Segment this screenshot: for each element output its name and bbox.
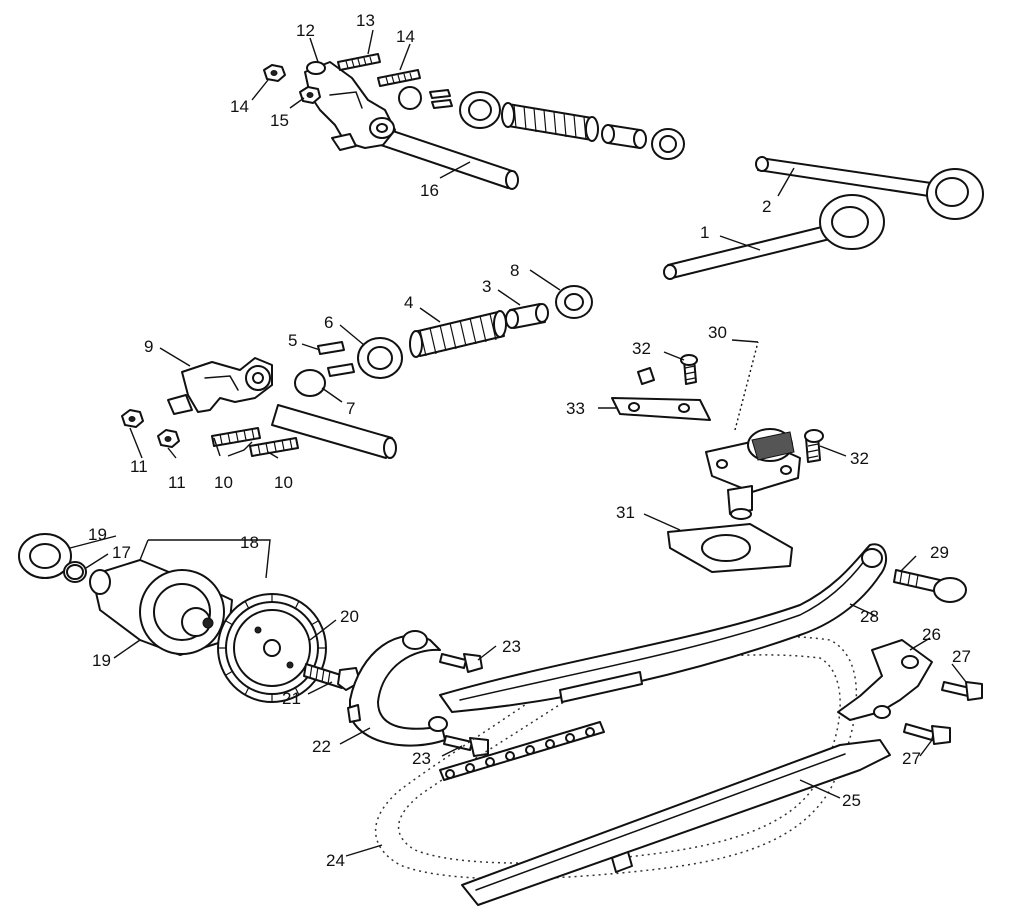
valve-stem-seal-upper: [651, 128, 685, 160]
callout-21: 21: [282, 689, 301, 708]
spring-retainer-upper: [459, 91, 501, 129]
tensioner-gasket-31: [667, 523, 793, 573]
tensioner-bolt-32-upper: [680, 354, 698, 385]
chain-guide-plate-22: [347, 630, 448, 747]
callout-33: 33: [566, 399, 585, 418]
cam-chain-tensioner: [611, 341, 824, 573]
adjuster-screw-lower-a: [211, 427, 261, 447]
callout-29: 29: [930, 543, 949, 562]
callout-26: 26: [922, 625, 941, 644]
tensioner-bracket-33: [611, 367, 711, 421]
callout-14b: 15: [270, 111, 289, 130]
callout-31: 31: [616, 503, 635, 522]
callout-labels: 13 14 12 14 15 16 2 1 8 3 4 6 5 7 9 11 1…: [88, 11, 971, 870]
callout-32b: 32: [850, 449, 869, 468]
exhaust-valve: [755, 156, 984, 220]
tensioner-bolt-32-right: [804, 429, 824, 463]
bolt-23-lower: [443, 735, 489, 757]
pivot-bolt-29: [893, 569, 967, 603]
spring-seat-upper: [601, 124, 647, 149]
chain-guide-25: [461, 739, 891, 906]
callout-12: 12: [296, 21, 315, 40]
valve-spring-upper: [501, 102, 599, 142]
rocker-arm-upper: [304, 61, 396, 151]
callout-11a: 11: [130, 457, 148, 476]
callout-15: 16: [420, 181, 439, 200]
bolt-23-upper: [439, 653, 483, 673]
valve-cap-lower: [294, 369, 326, 397]
valve-spring-lower: [409, 310, 507, 358]
leader-lines: [69, 29, 967, 857]
bolt-27-upper: [941, 681, 983, 701]
o-ring-17: [63, 561, 87, 583]
camshaft-group: [18, 533, 361, 703]
cam-sprocket-20: [217, 593, 327, 703]
chain-tensioner-arm-28: [439, 543, 888, 713]
cam-chain-24: [374, 635, 857, 880]
camshaft-bearing-19: [18, 533, 72, 579]
spring-seat-lower: [505, 303, 549, 329]
adjuster-screw-lower-b: [249, 437, 299, 457]
callout-8: 8: [510, 261, 519, 280]
lock-nut-upper-a: [263, 64, 286, 82]
bolt-27-lower: [903, 723, 951, 745]
sprocket-bolt-21: [303, 663, 361, 691]
callout-27b: 27: [902, 749, 921, 768]
callout-14a: 14: [230, 97, 249, 116]
spring-retainer-lower: [357, 337, 403, 379]
callout-22: 22: [312, 737, 331, 756]
tensioner-body: [705, 428, 801, 520]
rocker-arm-lower: [167, 357, 273, 415]
callout-23b: 23: [412, 749, 431, 768]
chain-links: [439, 721, 605, 781]
callout-10a: 10: [214, 473, 233, 492]
valve-cotter-pair-upper: [398, 86, 453, 110]
lock-nut-upper-b: [299, 86, 321, 104]
upper-rocker-assembly: [263, 53, 685, 190]
lock-nut-lower-a: [121, 409, 144, 428]
callout-19: 19: [88, 525, 107, 544]
callout-23a: 23: [502, 637, 521, 656]
callout-28: 28: [860, 607, 879, 626]
callout-5: 5: [288, 331, 297, 350]
callout-17: 17: [112, 543, 131, 562]
adjuster-screw-upper-b: [377, 69, 421, 87]
callout-32a: 32: [632, 339, 651, 358]
intake-valve: [663, 194, 885, 280]
callout-3: 3: [482, 277, 491, 296]
callout-27a: 27: [952, 647, 971, 666]
callout-11b: 11: [168, 473, 186, 492]
callout-10b: 10: [274, 473, 293, 492]
callout-16: 18: [240, 533, 259, 552]
valve-stem-seal-lower: [555, 285, 593, 319]
lock-nut-lower-b: [157, 429, 180, 448]
camshaft-18: [89, 559, 233, 656]
guide-bracket-26: [837, 639, 933, 721]
callout-9: 9: [144, 337, 153, 356]
callout-7: 7: [346, 399, 355, 418]
callout-13b: 14: [396, 27, 415, 46]
callout-30: 30: [708, 323, 727, 342]
callout-24: 24: [326, 851, 345, 870]
callout-1: 1: [700, 223, 709, 242]
rocker-shaft-lower: [271, 404, 397, 459]
callout-25: 25: [842, 791, 861, 810]
adjuster-screw-upper-a: [337, 53, 381, 71]
callout-20: 20: [340, 607, 359, 626]
callout-18: 19: [92, 651, 111, 670]
callout-4: 4: [404, 293, 413, 312]
valve-cotters-lower: [317, 341, 355, 377]
callout-6: 6: [324, 313, 333, 332]
callout-13a: 13: [356, 11, 375, 30]
middle-rocker-assembly: [121, 285, 593, 459]
callout-2: 2: [762, 197, 771, 216]
